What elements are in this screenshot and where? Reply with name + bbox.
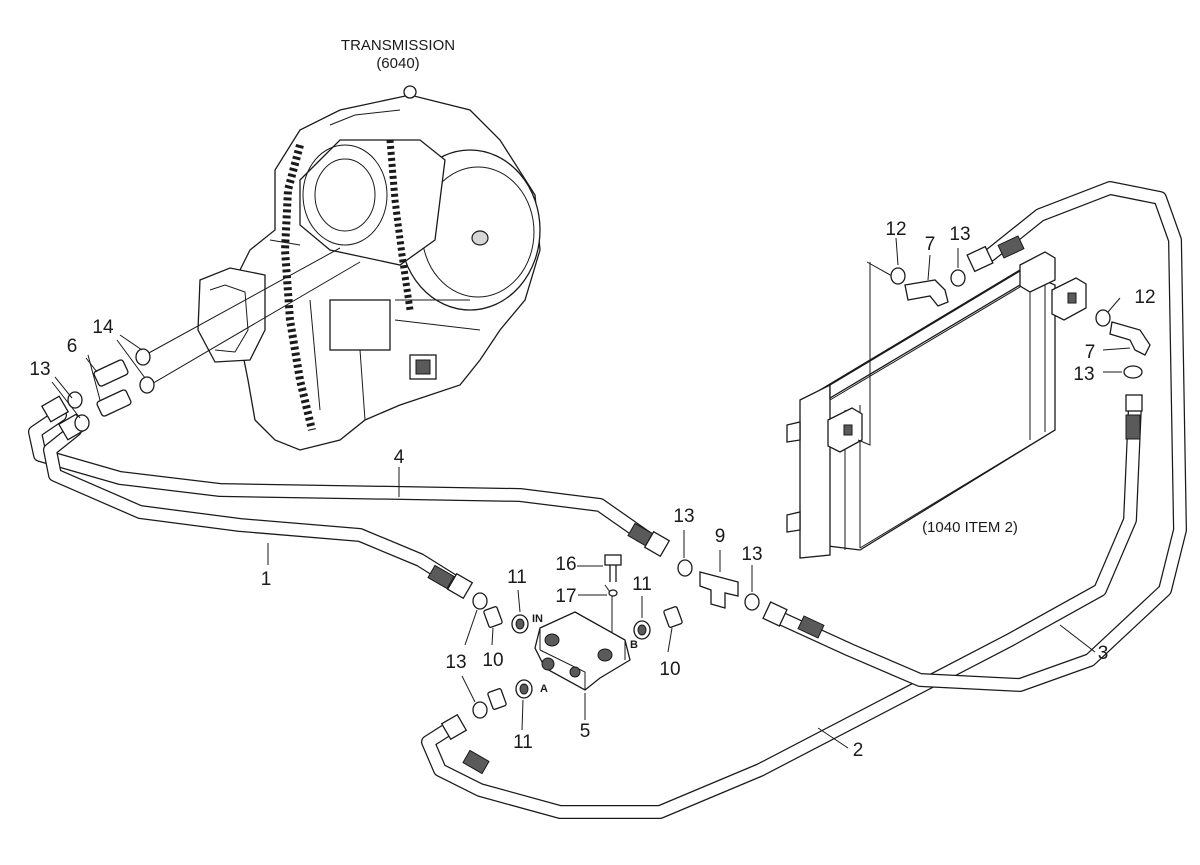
- port-label-in: IN: [532, 613, 543, 625]
- o-rings: [67, 267, 1143, 719]
- callout-13-right: 13: [1073, 364, 1094, 385]
- title-line-1: TRANSMISSION: [341, 37, 455, 54]
- callout-10-left: 10: [482, 650, 503, 671]
- oil-cooler: [786, 251, 1087, 559]
- callout-3: 3: [1098, 643, 1109, 664]
- hoses: [28, 181, 1187, 819]
- callout-6: 6: [67, 336, 78, 357]
- callout-10-right: 10: [659, 659, 680, 680]
- callout-16: 16: [555, 554, 576, 575]
- callout-5: 5: [580, 721, 591, 742]
- callout-14: 14: [92, 317, 114, 338]
- callout-7-right: 7: [1085, 342, 1096, 363]
- title-label: TRANSMISSION (6040): [341, 37, 455, 72]
- callout-11-bottom: 11: [513, 732, 533, 753]
- callout-11-top: 11: [507, 567, 527, 588]
- callout-11-right: 11: [632, 574, 652, 595]
- callout-13-manifold: 13: [445, 652, 466, 673]
- callout-leaders: [51, 237, 1131, 749]
- hose-ferrules: [427, 235, 1141, 775]
- callout-13-tee-right: 13: [741, 544, 762, 565]
- callout-numbers: 4 1 3 2 5 6 14 13 12 7 13 12 7 13 13 9 1…: [29, 219, 1155, 761]
- washers: [511, 614, 651, 699]
- callout-13-left: 13: [29, 359, 50, 380]
- manifold-block: [534, 611, 631, 691]
- callout-2: 2: [853, 740, 864, 761]
- callout-17: 17: [555, 586, 576, 607]
- fittings: [40, 245, 1151, 741]
- port-labels: IN A B: [532, 613, 638, 695]
- transmission-assembly: [197, 85, 541, 451]
- callout-9: 9: [715, 526, 726, 547]
- callout-12-top: 12: [885, 219, 906, 240]
- callout-1: 1: [261, 569, 272, 590]
- title-line-2: (6040): [376, 55, 419, 72]
- callout-4: 4: [394, 447, 405, 468]
- callout-12-right: 12: [1134, 287, 1155, 308]
- leader-lines: [135, 247, 893, 640]
- callout-13-tee-left: 13: [673, 506, 694, 527]
- cooler-reference-label: (1040 ITEM 2): [922, 519, 1018, 536]
- callout-13-top: 13: [949, 224, 970, 245]
- port-label-a: A: [540, 683, 548, 695]
- callout-7-top: 7: [925, 234, 936, 255]
- port-label-b: B: [630, 639, 638, 651]
